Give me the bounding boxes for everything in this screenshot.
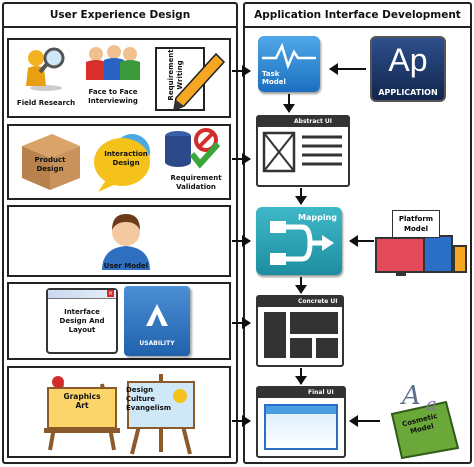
task-model-label: Task Model [262,70,286,86]
requirement-writing-label: Requirement Writing [167,45,185,105]
window-title-bar [48,290,116,299]
product-line: Product [34,156,66,164]
layout-line: Layout [68,326,96,334]
application-logo-text: APPLICATION [378,88,438,97]
arrow-product-to-abstract [232,153,251,165]
arrow-interface-to-concrete [232,317,251,329]
final-ui-screen [264,404,338,450]
concrete-ui-layout-icon [264,312,338,358]
face-to-face-icon [86,45,140,80]
interviewing-line: Interviewing [88,97,138,105]
platform-model-line: Model [404,225,428,233]
mapping-label: Mapping [298,213,337,222]
interface-row [7,282,231,360]
arrow-app-to-task [329,63,366,75]
arrow-platform-to-mapping [349,235,374,247]
design-and-line: Design And [59,317,105,325]
interface-line: Interface [64,308,100,316]
graphics-line: Graphics [63,392,101,401]
design-line: Design [36,165,64,173]
requirement-v-line: Requirement [170,174,222,182]
model-line: Model [262,78,286,86]
arrow-user-to-mapping [232,235,251,247]
usability-book-icon: USABILITY [124,286,190,356]
mapping-flow-icon [270,221,334,265]
evangelism-line: Evangelism [126,404,172,412]
platform-line: Platform [398,215,434,223]
final-ui-window: Final UI [256,386,346,458]
abstract-ui-window: Abstract UI [256,115,350,187]
final-ui-bar: Final UI [258,388,344,398]
arrow-mapping-to-concrete [295,277,307,294]
abstract-ui-wireframe-icon [262,131,342,173]
arrow-cosmetic-to-final [349,415,380,427]
face-to-face-line: Face to Face [88,88,138,96]
interaction-line: Interaction [104,150,148,158]
art-line: Art [75,401,89,410]
design-culture-easel-icon [127,374,195,455]
platform-model-label: Platform Model [392,210,440,238]
application-interface-title: Application Interface Development [245,4,470,28]
culture-line: Culture [126,395,156,403]
requirement-line: Requirement [167,49,175,101]
svg-text:a: a [426,394,437,415]
requirement-writing-icon [155,47,226,112]
concrete-ui-bar: Concrete UI [258,297,342,307]
design-c-line: Design [126,386,154,394]
pulse-icon [262,42,316,70]
field-research-label: Field Research [16,99,76,107]
requirement-validation-label: Requirement Validation [168,174,224,192]
task-model-tile: Task Model [258,36,320,92]
application-logo-ap: Ap [388,42,428,78]
graphics-art-easel-icon [44,376,120,451]
interaction-design-label: Interaction Design [96,150,156,168]
user-experience-title: User Experience Design [4,4,236,28]
requirement-validation-icon [165,128,221,169]
usability-logo-icon [146,304,168,326]
final-ui-screen-header [266,406,336,414]
validation-line: Validation [176,183,216,191]
arrow-task-to-abstract [283,94,295,113]
arrow-graphics-to-final [232,415,251,427]
abstract-ui-bar: Abstract UI [258,117,348,127]
arrow-research-to-task [232,65,251,77]
user-avatar-icon [102,214,150,270]
arrow-abstract-to-mapping [295,188,307,205]
usability-text: USABILITY [139,340,175,347]
close-icon: × [107,290,114,297]
interface-design-layout-label: Interface Design And Layout [48,308,116,335]
application-logo: Ap APPLICATION [370,36,446,102]
product-box-icon [22,134,80,190]
task-line: Task [262,70,280,78]
svg-text:A: A [400,381,421,411]
design-culture-label: Design Culture Evangelism [126,386,172,413]
graphics-art-label: Graphics Art [56,392,108,410]
interaction-design-icon [94,134,150,192]
design2-line: Design [112,159,140,167]
user-model-label: User Model [103,262,149,270]
face-to-face-label: Face to Face Interviewing [82,88,144,106]
field-research-icon [26,47,65,91]
writing-line: Writing [176,60,184,90]
mapping-tile: Mapping [256,207,342,275]
concrete-ui-window: Concrete UI [256,295,344,367]
arrow-concrete-to-final [295,368,307,385]
cosmetic-book-icon: A a [390,381,460,460]
platform-devices-icon [375,235,467,276]
product-design-label: Product Design [22,156,78,174]
interface-window-icon: × [46,288,118,354]
